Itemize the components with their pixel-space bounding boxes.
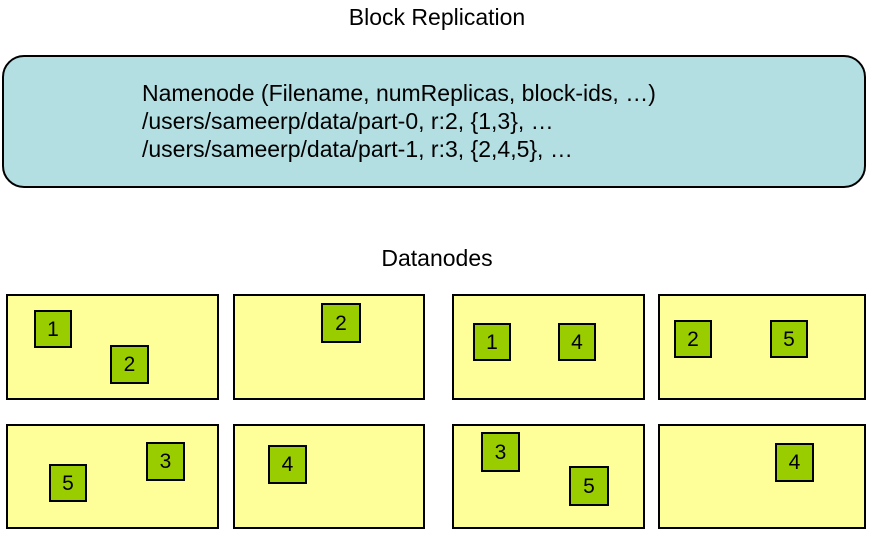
block-id-label: 1 [47, 317, 59, 341]
block-replica: 3 [146, 442, 185, 481]
block-id-label: 2 [123, 353, 136, 376]
datanodes-section-label: Datanodes [381, 245, 493, 271]
datanode-4 [6, 424, 219, 529]
block-id-label: 5 [783, 327, 795, 351]
namenode-metadata-text: Namenode (Filename, numReplicas, block-i… [142, 80, 656, 162]
block-replica: 5 [49, 464, 87, 502]
block-id-label: 5 [583, 474, 595, 498]
block-replica: 1 [473, 323, 511, 361]
block-id-label: 3 [494, 440, 507, 464]
datanode-5 [233, 424, 425, 529]
block-id-label: 1 [486, 330, 498, 354]
block-replica: 4 [558, 323, 596, 361]
block-replica: 1 [34, 310, 72, 348]
block-id-label: 5 [62, 471, 74, 495]
block-replica: 3 [481, 432, 520, 472]
datanode-7 [658, 424, 866, 529]
block-replica: 5 [770, 320, 808, 358]
block-id-label: 2 [335, 311, 347, 335]
block-replica: 2 [674, 320, 712, 358]
block-id-label: 4 [788, 451, 801, 474]
block-replica: 5 [569, 466, 609, 506]
page-title: Block Replication [348, 4, 526, 30]
block-replica: 2 [110, 345, 149, 384]
block-id-label: 4 [281, 453, 294, 476]
block-id-label: 3 [159, 450, 172, 473]
block-replica: 4 [268, 445, 307, 484]
block-id-label: 4 [571, 330, 583, 354]
namenode-box: Namenode (Filename, numReplicas, block-i… [2, 55, 866, 188]
block-id-label: 2 [687, 327, 699, 351]
block-replica: 4 [775, 443, 814, 482]
block-replica: 2 [321, 303, 361, 343]
